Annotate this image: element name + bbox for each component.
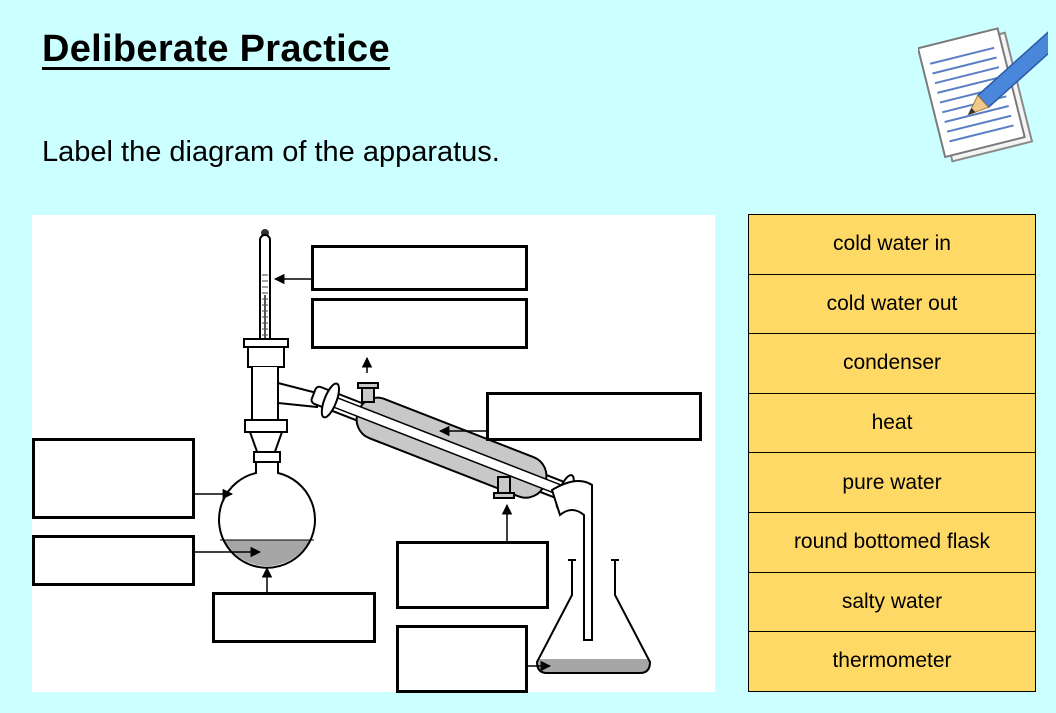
conical-flask-drawing bbox=[535, 559, 652, 674]
word-bank-item[interactable]: round bottomed flask bbox=[749, 512, 1035, 573]
answer-box-8[interactable] bbox=[396, 625, 528, 693]
word-bank-item[interactable]: cold water in bbox=[749, 215, 1035, 275]
word-bank-item[interactable]: cold water out bbox=[749, 274, 1035, 335]
answer-box-5[interactable] bbox=[32, 535, 195, 586]
answer-box-6[interactable] bbox=[212, 592, 376, 643]
answer-box-3[interactable] bbox=[486, 392, 702, 441]
word-bank-item[interactable]: heat bbox=[749, 393, 1035, 454]
apparatus-diagram-panel bbox=[32, 215, 715, 693]
word-bank-item[interactable]: pure water bbox=[749, 453, 1035, 513]
notepad-pencil-icon bbox=[918, 27, 1048, 163]
answer-box-2[interactable] bbox=[311, 298, 528, 349]
instruction-text: Label the diagram of the apparatus. bbox=[42, 136, 500, 168]
answer-box-1[interactable] bbox=[311, 245, 528, 291]
word-bank-table: cold water in cold water out condenser h… bbox=[748, 214, 1036, 692]
word-bank-item[interactable]: thermometer bbox=[749, 632, 1035, 692]
page-title: Deliberate Practice bbox=[42, 28, 390, 70]
distillation-apparatus-diagram bbox=[194, 229, 652, 674]
word-bank-item[interactable]: salty water bbox=[749, 572, 1035, 633]
answer-box-4[interactable] bbox=[32, 438, 195, 519]
word-bank-item[interactable]: condenser bbox=[749, 334, 1035, 394]
round-bottom-flask-drawing bbox=[218, 451, 316, 569]
still-head-drawing bbox=[243, 338, 289, 461]
answer-box-7[interactable] bbox=[396, 541, 549, 609]
